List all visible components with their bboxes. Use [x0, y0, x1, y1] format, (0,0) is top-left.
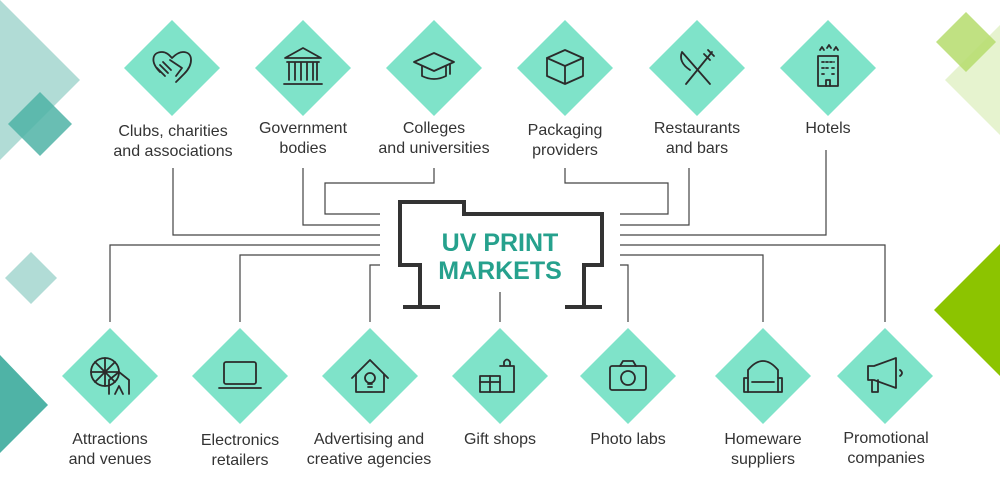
market-diamond	[192, 328, 288, 424]
center-title-line2: MARKETS	[438, 257, 562, 285]
center-printer-frame	[398, 200, 604, 309]
camera-icon	[609, 360, 647, 391]
gift-bag-icon	[479, 358, 515, 393]
market-label-photo-labs: Photo labs	[590, 431, 666, 448]
market-diamond	[124, 20, 220, 116]
decor-diamond	[936, 12, 996, 72]
market-label-hotels: Hotels	[805, 120, 851, 137]
center-title-line1: UV PRINT	[441, 229, 559, 257]
market-label-gift-shops: Gift shops	[463, 431, 537, 448]
decor-diamond	[8, 92, 72, 156]
knife-fork-icon	[680, 49, 715, 85]
market-diamond	[386, 20, 482, 116]
decor-diamond	[0, 355, 48, 453]
market-diamond	[580, 328, 676, 424]
megaphone-icon	[867, 357, 903, 393]
graduation-cap-icon	[413, 52, 455, 80]
decor-diamond	[5, 252, 57, 304]
ferris-wheel-icon	[90, 357, 130, 395]
box-icon	[546, 49, 584, 85]
market-diamond	[837, 328, 933, 424]
decor-diamond	[945, 25, 1000, 135]
laptop-icon	[218, 361, 262, 389]
market-diamond	[322, 328, 418, 424]
hotel-icon	[817, 44, 839, 87]
armchair-icon	[743, 360, 783, 393]
lightbulb-house-icon	[351, 359, 389, 393]
market-diamond	[255, 20, 351, 116]
handshake-heart-icon	[152, 51, 192, 83]
government-building-icon	[283, 47, 323, 85]
market-diamond	[715, 328, 811, 424]
connector-lines	[109, 150, 886, 322]
decor-diamond	[934, 244, 1000, 376]
